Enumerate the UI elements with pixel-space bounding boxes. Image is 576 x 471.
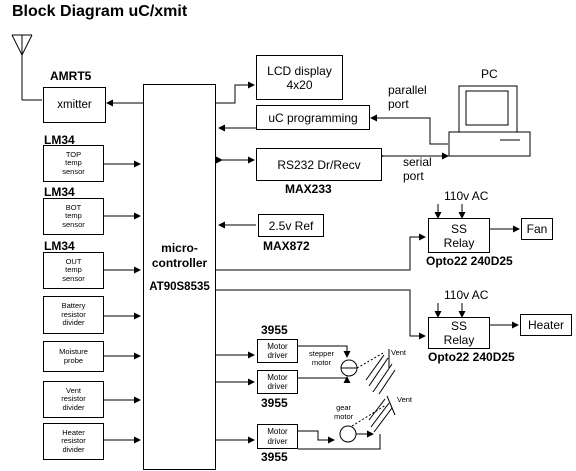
xmitter-label: xmitter: [57, 99, 92, 111]
voltage-ref-part-label: MAX872: [263, 239, 310, 253]
uc-programming-block: uC programming: [256, 105, 370, 130]
microcontroller-label: micro- controller: [151, 241, 208, 270]
gear-motor-label: gear motor: [334, 403, 354, 421]
pc-label: PC: [481, 67, 498, 81]
relay-part-label: Opto22 240D25: [428, 350, 515, 364]
parallel-port-label: parallel port: [388, 83, 427, 111]
vent-divider-block: Vent resistor divider: [43, 381, 104, 418]
vent-shutter-icon: [368, 395, 396, 433]
sensor-part-label: LM34: [44, 185, 75, 199]
relay-ac-label: 110v AC: [444, 189, 489, 203]
xmitter-block: xmitter: [43, 87, 106, 123]
link-pc-parallel: [370, 114, 448, 145]
sensor-part-label: LM34: [44, 133, 75, 147]
microcontroller-part: AT90S8535: [149, 281, 210, 293]
bot-temp-sensor-block: BOT temp sensor: [43, 198, 104, 235]
gear-motor-icon: [339, 425, 357, 443]
moisture-probe-block: Moisture probe: [43, 341, 104, 372]
xmitter-part-label: AMRT5: [50, 69, 92, 83]
heater-divider-block: Heater resistor divider: [43, 423, 104, 460]
lcd-display-block: LCD display 4x20: [256, 55, 343, 100]
relay-ac-label: 110v AC: [444, 288, 489, 302]
fan-block: Fan: [521, 218, 553, 240]
heater-block: Heater: [520, 314, 572, 336]
motor-driver-block: Motor driver: [257, 370, 298, 394]
top-temp-sensor-block: TOP temp sensor: [43, 145, 104, 182]
link-mcu-relay2: [216, 289, 426, 340]
serial-port-label: serial port: [403, 155, 432, 183]
link-mcu-relay1: [216, 233, 426, 271]
motor-driver-block: Motor driver: [257, 424, 298, 449]
battery-divider-block: Battery resistor divider: [43, 296, 104, 334]
out-temp-sensor-block: OUT temp sensor: [43, 252, 104, 289]
driver-part-label: 3955: [261, 323, 288, 337]
stepper-motor-label: stepper motor: [309, 349, 335, 367]
sensor-part-label: LM34: [44, 239, 75, 253]
relay-part-label: Opto22 240D25: [426, 254, 513, 268]
motor-driver-block: Motor driver: [257, 339, 298, 363]
rs232-part-label: MAX233: [285, 182, 332, 196]
diagram-title: Block Diagram uC/xmit: [12, 3, 188, 20]
vent-label: Vent: [397, 395, 413, 404]
ss-relay-fan-block: SS Relay: [428, 218, 490, 253]
vent-shutter-icon: [365, 349, 396, 395]
microcontroller-block: micro- controller AT90S8535: [143, 84, 216, 470]
antenna-icon: [11, 34, 42, 101]
vent-label: Vent: [391, 348, 407, 357]
voltage-ref-block: 2.5v Ref: [258, 214, 324, 237]
driver-part-label: 3955: [261, 396, 288, 410]
pc-icon: [448, 85, 531, 157]
driver-part-label: 3955: [261, 450, 288, 464]
rs232-block: RS232 Dr/Recv: [256, 148, 382, 181]
ss-relay-heater-block: SS Relay: [428, 317, 490, 349]
link-mcu-lcd: [216, 81, 255, 104]
